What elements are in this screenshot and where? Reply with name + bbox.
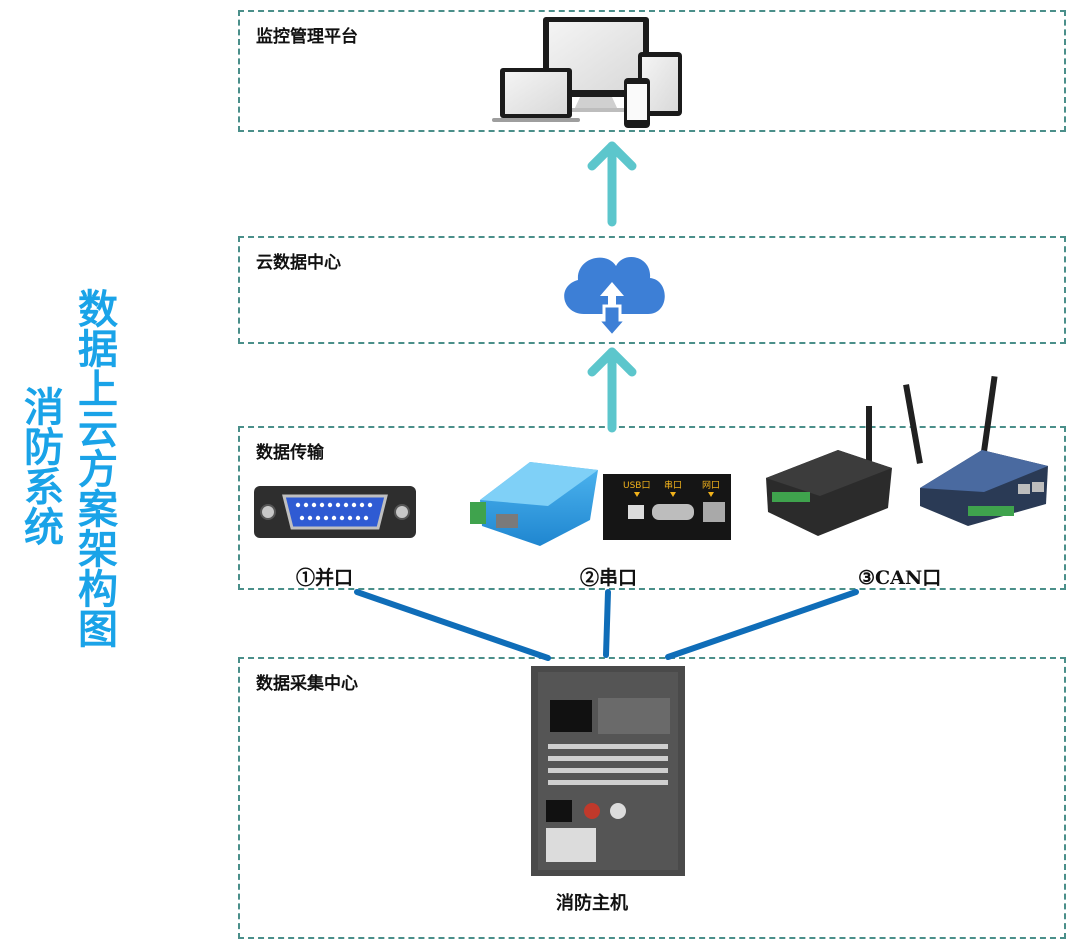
parallel-port-icon — [254, 486, 416, 538]
arrow-up-icon — [587, 141, 637, 227]
serial-converter-icon — [470, 462, 598, 546]
panel-serial-label: 串口 — [664, 481, 683, 491]
title-left: 消防系统 — [24, 385, 64, 551]
title-right: 数据上云方案架构图 — [78, 287, 118, 653]
parallel-port-label: ①并口 — [296, 567, 354, 589]
section-collection-label: 数据采集中心 — [256, 674, 358, 694]
connection-lines — [354, 589, 859, 661]
can-port-label: ③CAN口 — [858, 567, 942, 589]
fire-alarm-host-icon — [531, 666, 685, 876]
section-transmission-label: 数据传输 — [256, 443, 324, 463]
section-cloud-center: 云数据中心 — [238, 236, 1066, 344]
section-data-collection: 数据采集中心 — [238, 657, 1066, 939]
panel-net-label: 网口 — [702, 481, 721, 491]
panel-usb-label: USB口 — [623, 481, 651, 491]
serial-port-label: ②串口 — [580, 567, 638, 589]
section-data-transmission: 数据传输 — [238, 426, 1066, 590]
section-cloud-label: 云数据中心 — [256, 253, 341, 273]
fire-host-label: 消防主机 — [556, 893, 628, 914]
section-monitor-label: 监控管理平台 — [256, 27, 358, 47]
devices-icon — [492, 17, 682, 128]
section-monitor-platform: 监控管理平台 — [238, 10, 1066, 132]
cloud-upload-icon — [564, 256, 665, 339]
arrow-up-icon — [587, 347, 637, 433]
port-panel-icon — [603, 474, 731, 540]
can-gateway-icon — [766, 406, 892, 536]
can-router-icon — [903, 375, 1048, 526]
